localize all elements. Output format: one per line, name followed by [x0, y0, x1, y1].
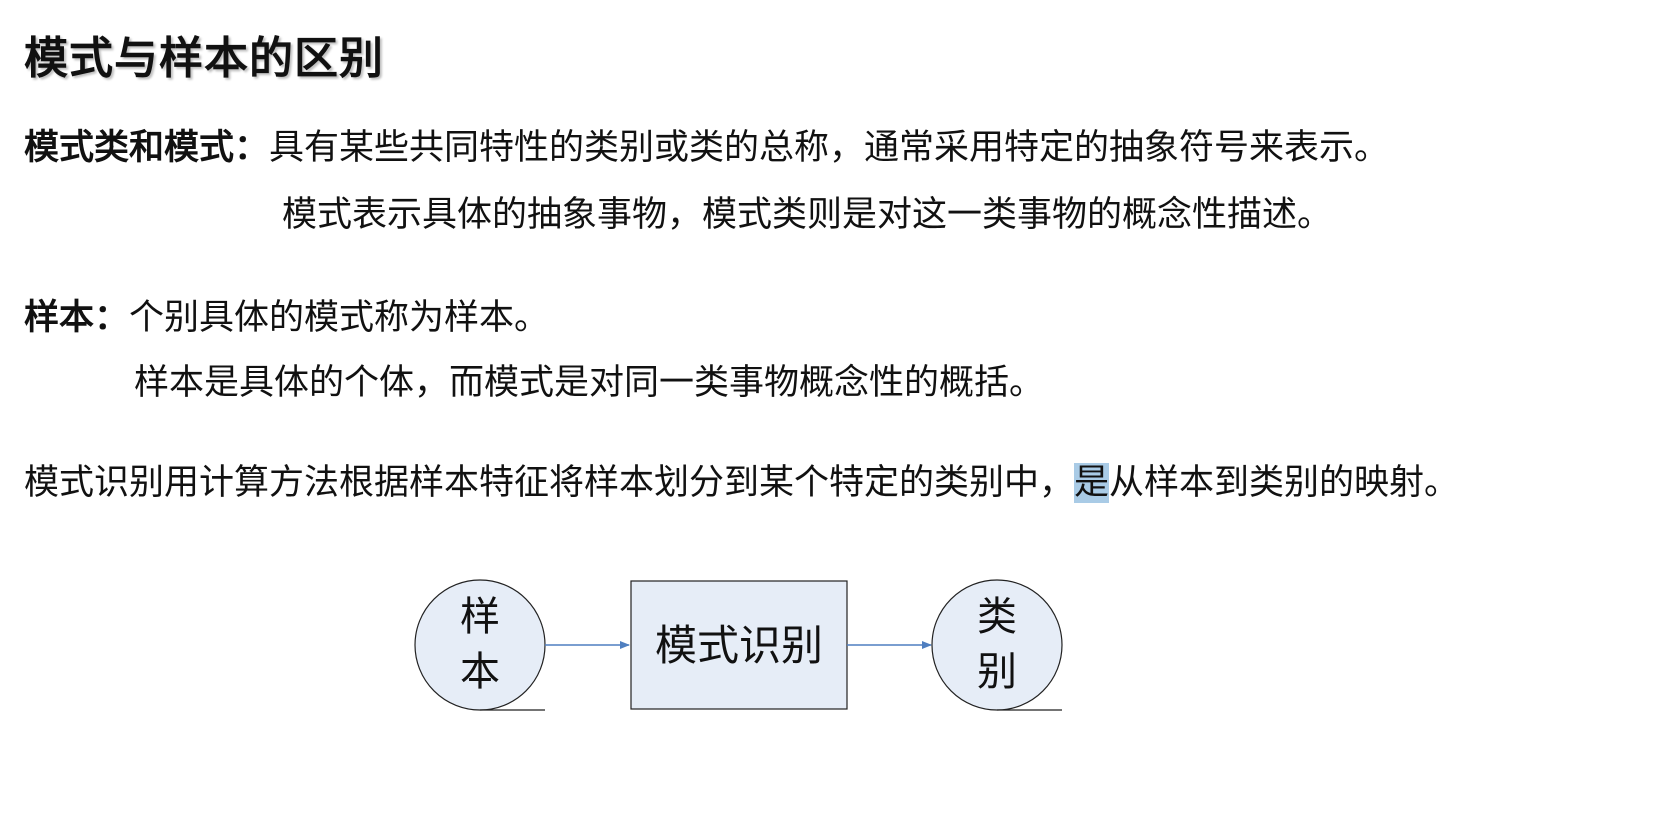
category-node: 类 别: [931, 579, 1063, 711]
pattern-class-line-2: 模式表示具体的抽象事物，模式类则是对这一类事物的概念性描述。: [282, 195, 1333, 235]
sample-line-1: 样本：个别具体的模式称为样本。: [24, 296, 549, 340]
sample-circle: [414, 579, 546, 711]
pattern-class-line-1: 模式类和模式：具有某些共同特性的类别或类的总称，通常采用特定的抽象符号来表示。: [24, 126, 1389, 170]
sample-definition: 个别具体的模式称为样本。: [129, 298, 550, 338]
recognition-sentence-end: 从样本到类别的映射。: [1109, 463, 1460, 503]
sample-char-2: 本: [460, 649, 500, 695]
pattern-class-term: 模式类和模式：: [24, 128, 270, 168]
recognition-node: 模式识别: [630, 580, 848, 710]
recognition-sentence-start: 模式识别用计算方法根据样本特征将样本划分到某个特定的类别中，: [24, 463, 1075, 503]
recognition-box-label: 模式识别: [655, 621, 823, 670]
sample-term: 样本：: [24, 298, 130, 338]
sample-node: 样 本: [414, 579, 546, 711]
category-char-2: 别: [977, 649, 1017, 695]
recognition-box: [630, 580, 848, 710]
pattern-class-definition: 具有某些共同特性的类别或类的总称，通常采用特定的抽象符号来表示。: [269, 128, 1390, 168]
sample-char-1: 样: [460, 594, 500, 640]
sample-line-2: 样本是具体的个体，而模式是对同一类事物概念性的概括。: [134, 363, 1045, 403]
recognition-sentence: 模式识别用计算方法根据样本特征将样本划分到某个特定的类别中，是从样本到类别的映射…: [24, 461, 1459, 505]
highlighted-text: 是: [1074, 463, 1110, 503]
category-char-1: 类: [977, 594, 1017, 640]
page-title: 模式与样本的区别: [24, 33, 384, 84]
category-circle: [931, 579, 1063, 711]
